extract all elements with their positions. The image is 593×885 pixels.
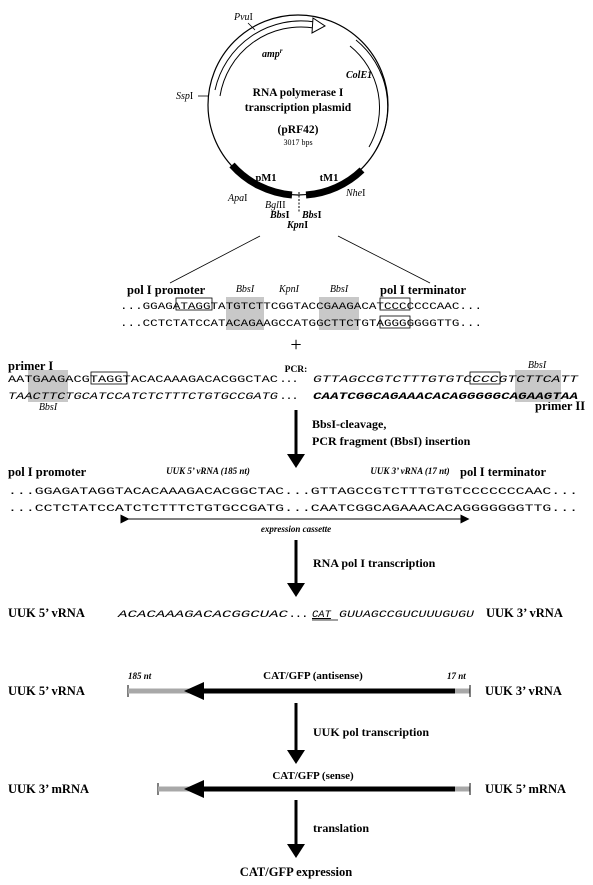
antisense-arrowhead bbox=[184, 682, 204, 700]
insert-pol-promoter: pol I promoter bbox=[127, 283, 206, 297]
sense-gene: CAT/GFP (sense) bbox=[272, 770, 354, 782]
plasmid-name: (pRF42) bbox=[278, 124, 319, 136]
cassette-seq-bottom: ...CCTCTATCCATCTCTTTCTGTGCCGATG...CAATCG… bbox=[8, 504, 578, 515]
plasmid-size: 3017 bps bbox=[283, 138, 312, 147]
insert-kpn-label: KpnI bbox=[278, 284, 300, 295]
colE1-arc bbox=[355, 39, 389, 151]
amp-arc bbox=[214, 20, 316, 91]
primer2-label: primer II bbox=[535, 399, 585, 413]
step2-label: RNA pol I transcription bbox=[313, 556, 436, 570]
colE1-arc-inner bbox=[349, 45, 381, 148]
cassette-uuk5-label: UUK 5’ vRNA (185 nt) bbox=[166, 466, 250, 476]
bbs-shade-2 bbox=[319, 297, 359, 330]
antisense-right: UUK 3’ vRNA bbox=[485, 684, 562, 698]
vrna-seq-b: GUUAGCCGUCUUUGUGU bbox=[339, 609, 475, 621]
apa-site: ApaI bbox=[227, 193, 247, 204]
plasmid-title-line1: RNA polymerase I bbox=[253, 87, 344, 99]
zoom-line-right bbox=[337, 235, 431, 284]
antisense-left: UUK 5’ vRNA bbox=[8, 684, 85, 698]
pcr-seq-top-left: AATGAAGACGTAGGTACACAAAGACACGGCTAC bbox=[8, 375, 278, 386]
insert-seq-bottom: ...CCTCTATCCATACAGAAGCCATGGCTTCTGTAGGGGG… bbox=[120, 319, 482, 330]
cassette-pol-promoter: pol I promoter bbox=[8, 465, 87, 479]
ssp-site: SspI bbox=[176, 91, 193, 102]
zoom-line-left bbox=[169, 235, 261, 284]
step3-label: UUK pol transcription bbox=[313, 725, 429, 739]
insert-pol-terminator: pol I terminator bbox=[380, 283, 467, 297]
pcr-label: PCR: bbox=[285, 365, 308, 375]
plasmid-title-line2: transcription plasmid bbox=[245, 102, 352, 114]
pvu-site: PvuI bbox=[233, 12, 253, 23]
tM1-label: tM1 bbox=[320, 173, 339, 184]
pM1-bar bbox=[229, 162, 293, 199]
arrow-2-head bbox=[287, 583, 305, 597]
sense-region: UUK 3’ mRNA UUK 5’ mRNA CAT/GFP (sense) bbox=[8, 770, 566, 798]
nhe-site: NheI bbox=[345, 188, 365, 199]
cassette-region: pol I promoter pol I terminator UUK 5’ v… bbox=[8, 465, 578, 534]
pcr-box-cccc bbox=[469, 371, 501, 385]
pcr-seq-top-dots: ... bbox=[280, 375, 298, 386]
primer1-label: primer I bbox=[8, 359, 53, 373]
pcr-box-aggt bbox=[90, 371, 128, 385]
kpn-site: KpnI bbox=[286, 220, 308, 231]
final-label: CAT/GFP expression bbox=[240, 865, 352, 879]
plasmid-map: PvuI ampr SspI ColE1 RNA polymerase I tr… bbox=[176, 12, 389, 231]
box-cccc bbox=[379, 297, 411, 311]
insert-bbs2-label: BbsI bbox=[330, 284, 349, 295]
bbs-site-b: BbsI bbox=[301, 210, 322, 221]
vrna-left: UUK 5’ vRNA bbox=[8, 606, 85, 620]
sense-left: UUK 3’ mRNA bbox=[8, 782, 89, 796]
arrow-4-head bbox=[287, 844, 305, 858]
pcr-seq-top-right: GTTAGCCGTCTTTGTGTCCCCGTCTTCATT bbox=[313, 375, 579, 386]
insert-bbs1-label: BbsI bbox=[236, 284, 255, 295]
box-aggt bbox=[175, 297, 213, 311]
vrna-seq-cat: CAT bbox=[312, 609, 332, 621]
cassette-seq-top: ...GGAGATAGGTACACAAAGACACGGCTAC...GTTAGC… bbox=[8, 487, 578, 498]
pM1-label: pM1 bbox=[256, 173, 277, 184]
vrna-region: UUK 5’ vRNA ACACAAAGACACGGCUAC ... CAT G… bbox=[8, 606, 563, 621]
tM1-bar bbox=[305, 167, 365, 199]
bbs-site-a: BbsI bbox=[269, 210, 290, 221]
amp-arc-inner bbox=[219, 26, 315, 97]
arrow-3-head bbox=[287, 750, 305, 764]
sense-arrowhead bbox=[184, 780, 204, 798]
sense-right: UUK 5’ mRNA bbox=[485, 782, 566, 796]
vrna-right: UUK 3’ vRNA bbox=[486, 606, 563, 620]
step4-label: translation bbox=[313, 821, 369, 835]
insert-seq-top: ...GGAGATAGGTATGTCTTCGGTACCGAAGACATCCCCC… bbox=[120, 302, 482, 313]
colE1-label: ColE1 bbox=[346, 70, 372, 81]
pcr-seq-bottom-right: CAATCGGCAGAAACACAGGGGGCAGAAGTAA bbox=[313, 392, 578, 403]
arrow-1-head bbox=[287, 454, 305, 468]
antisense-17nt: 17 nt bbox=[447, 671, 466, 681]
cassette-uuk3-label: UUK 3’ vRNA (17 nt) bbox=[370, 466, 449, 476]
antisense-gene: CAT/GFP (antisense) bbox=[263, 670, 363, 682]
step1-line1: BbsI-cleavage, bbox=[312, 417, 386, 431]
plus-sign: + bbox=[290, 334, 301, 356]
bbs-shade-1 bbox=[226, 297, 264, 330]
bgl-site: BglII bbox=[265, 200, 286, 211]
pcr-shade-left bbox=[28, 370, 68, 402]
cassette-expression-label: expression cassette bbox=[261, 524, 331, 534]
pcr-region: + PCR: primer I primer II BbsI BbsI AATG… bbox=[8, 334, 585, 413]
cassette-pol-terminator: pol I terminator bbox=[460, 465, 547, 479]
antisense-185nt: 185 nt bbox=[128, 671, 152, 681]
pcr-seq-bottom-left: TAACTTCTGCATCCATCTCTTTCTGTGCCGATG bbox=[8, 392, 278, 403]
pcr-bbs-top-right: BbsI bbox=[528, 360, 547, 371]
amp-label: ampr bbox=[262, 47, 283, 60]
box-gggg bbox=[379, 315, 411, 329]
pcr-seq-bottom-dots: ... bbox=[280, 392, 298, 403]
pcr-bbs-bottom-left: BbsI bbox=[39, 402, 58, 413]
insert-region: pol I promoter pol I terminator BbsI Kpn… bbox=[120, 283, 482, 330]
vrna-seq-a: ACACAAAGACACGGCUAC bbox=[117, 609, 290, 621]
amp-arrowhead bbox=[311, 17, 326, 34]
pcr-shade-right bbox=[515, 370, 561, 402]
vrna-dots: ... bbox=[289, 609, 308, 621]
step1-line2: PCR fragment (BbsI) insertion bbox=[312, 434, 471, 448]
antisense-region: UUK 5’ vRNA UUK 3’ vRNA 185 nt 17 nt CAT… bbox=[8, 670, 562, 700]
